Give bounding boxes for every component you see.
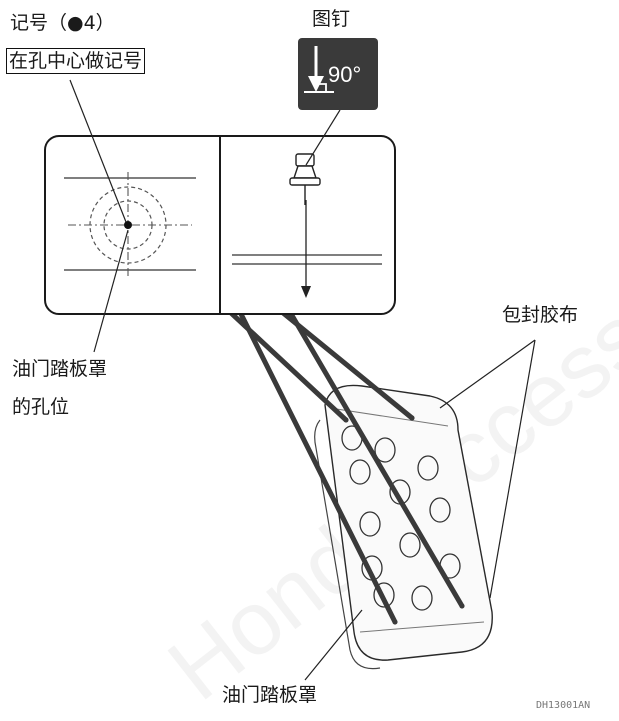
pushpin-panel <box>232 153 382 298</box>
marking-detail-box <box>44 135 396 315</box>
tape-label: 包封胶布 <box>502 304 579 326</box>
pushpin-label: 图钉 <box>312 8 351 30</box>
accelerator-pedal-pad <box>314 384 493 670</box>
hole-center-mark-panel <box>64 172 196 278</box>
figure-code: DH13001AN <box>536 700 591 711</box>
mark-label: 记号（●4） <box>10 12 115 34</box>
leader-lines <box>69 79 536 681</box>
pedal-pad-label: 油门踏板罩 <box>222 684 318 706</box>
pedal-hole-label-line2: 的孔位 <box>12 396 70 418</box>
pushpin-icon <box>289 153 321 205</box>
angle-label: 90° <box>328 62 362 87</box>
mark-at-center-label: 在孔中心做记号 <box>6 48 146 74</box>
right-angle-icon <box>298 38 378 110</box>
pedal-hole-label-line1: 油门踏板罩 <box>12 358 108 380</box>
projection-lines <box>227 309 465 625</box>
